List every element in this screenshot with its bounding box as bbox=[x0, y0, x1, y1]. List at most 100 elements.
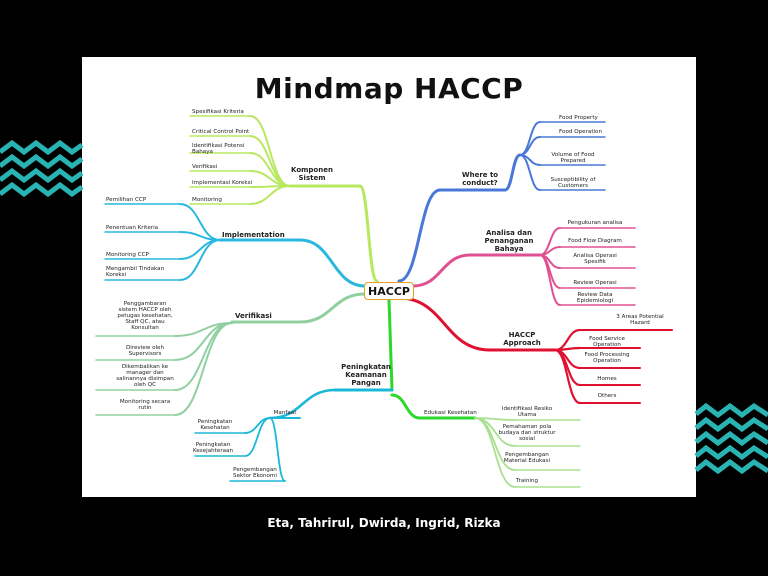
analisa-item: Epidemiologi bbox=[577, 298, 614, 304]
komponen-item: Monitoring bbox=[192, 197, 222, 203]
edukasi-item: Pemahaman pola bbox=[503, 424, 552, 430]
implementation-main-line bbox=[298, 238, 367, 288]
peningkatan-stem-line bbox=[387, 298, 394, 392]
where-main-line bbox=[397, 188, 442, 283]
analisa-item: Pengukuran analisa bbox=[568, 220, 623, 226]
implementation-item-connector bbox=[179, 239, 221, 260]
where-rise-line bbox=[503, 153, 522, 192]
verifikasi-item: Penggambaran bbox=[124, 301, 167, 307]
manfaat-item: Pengembangan bbox=[233, 467, 277, 473]
implementation-item: Monitoring CCP bbox=[106, 252, 150, 258]
branch-connectors bbox=[95, 115, 673, 488]
verifikasi-item: petugas kesehatan, bbox=[117, 313, 172, 319]
approach-item: Food Service bbox=[589, 336, 625, 342]
komponen-item-connector bbox=[249, 115, 291, 187]
page-title: Mindmap HACCP bbox=[254, 72, 524, 105]
manfaat-item: Kesehatan bbox=[200, 425, 230, 431]
approach-item: Hazard bbox=[630, 320, 650, 326]
manfaat-item: Peningkatan bbox=[198, 419, 233, 425]
edukasi-item: Utama bbox=[518, 412, 537, 418]
verifikasi-item-connector bbox=[174, 322, 233, 391]
authors-caption: Eta, Tahrirul, Dwirda, Ingrid, Rizka bbox=[267, 516, 501, 530]
manfaat-label: Manfaat bbox=[274, 410, 298, 416]
analisa-item: Food Flow Diagram bbox=[568, 238, 622, 244]
haccp-approach-label: Approach bbox=[503, 339, 541, 347]
edukasi-item: Identifikasi Resiko bbox=[502, 406, 553, 412]
verifikasi-item: rutin bbox=[138, 405, 152, 411]
verifikasi-item: salinannya disimpan bbox=[116, 376, 174, 382]
approach-item: Homes bbox=[597, 376, 617, 382]
where-item: Food Property bbox=[559, 115, 599, 121]
implementation-label: Implementation bbox=[222, 231, 285, 239]
analisa-main-line bbox=[411, 253, 472, 288]
where-item: Customers bbox=[558, 183, 588, 189]
verifikasi-item: Konsultan bbox=[131, 325, 159, 331]
approach-item: Food Processing bbox=[584, 352, 630, 358]
implementation-item: Koreksi bbox=[106, 272, 127, 278]
edukasi-item: Training bbox=[515, 478, 539, 484]
edukasi-label: Edukasi Kesehatan bbox=[424, 410, 477, 416]
analisa-label: Analisa dan bbox=[486, 229, 532, 237]
slide-canvas bbox=[82, 57, 696, 497]
verifikasi-item: manager dan bbox=[126, 370, 164, 376]
peningkatan-label: Peningkatan bbox=[341, 363, 391, 371]
verifikasi-main-line bbox=[298, 292, 367, 324]
verifikasi-item: Monitoring secara bbox=[120, 399, 170, 405]
center-node-haccp: HACCP bbox=[364, 282, 414, 300]
analisa-item: Review Operasi bbox=[573, 280, 617, 286]
where-item: Prepared bbox=[560, 158, 585, 164]
analisa-item: Spesifik bbox=[584, 259, 607, 265]
edukasi-main-line bbox=[390, 393, 422, 420]
implementation-item-connector bbox=[179, 231, 221, 241]
komponen-item-connector bbox=[249, 152, 291, 187]
implementation-item-connector bbox=[179, 239, 221, 281]
implementation-item: Mengambil Tindakan bbox=[106, 266, 165, 272]
analisa-item-connector bbox=[539, 246, 561, 256]
komponen-sistem-label: Komponen bbox=[291, 166, 333, 174]
edukasi-item: budaya dan struktur bbox=[498, 430, 556, 436]
where-to-conduct-label: Where to bbox=[462, 171, 498, 179]
approach-main-line bbox=[397, 296, 492, 352]
implementation-item-connector bbox=[179, 203, 221, 241]
approach-item: Others bbox=[598, 393, 617, 399]
manfaat-item-connector bbox=[244, 417, 271, 457]
approach-item: Operation bbox=[593, 342, 621, 348]
where-item: Food Operation bbox=[559, 129, 602, 135]
verifikasi-item: sistem HACCP oleh bbox=[118, 307, 172, 313]
analisa-label: Penanganan bbox=[485, 237, 534, 245]
where-to-conduct-label: conduct? bbox=[462, 179, 498, 187]
approach-item: 3 Areas Potential bbox=[616, 314, 664, 320]
komponen-item-connector bbox=[249, 185, 291, 205]
komponen-sistem-label: Sistem bbox=[299, 174, 326, 182]
komponen-item: Implementasi Koreksi bbox=[192, 180, 253, 186]
komponen-item: Spesifikasi Kriteria bbox=[192, 109, 244, 115]
manfaat-item: Peningkatan bbox=[196, 442, 231, 448]
implementation-item: Penentuan Kriteria bbox=[106, 225, 158, 231]
haccp-approach-label: HACCP bbox=[509, 331, 536, 339]
verifikasi-item-connector bbox=[174, 322, 233, 416]
komponen-item: Critical Control Point bbox=[192, 129, 250, 135]
verifikasi-label: Verifikasi bbox=[235, 312, 272, 320]
edukasi-item: Material Edukasi bbox=[504, 458, 551, 464]
komponen-item: Verifikasi bbox=[192, 164, 218, 170]
where-item-connector bbox=[519, 154, 541, 191]
verifikasi-item: Supervisors bbox=[129, 351, 162, 357]
approach-item-connector bbox=[553, 348, 582, 405]
manfaat-item: Sektor Ekonomi bbox=[233, 473, 277, 479]
analisa-item: Analisa Operasi bbox=[573, 253, 617, 259]
analisa-item-connector bbox=[539, 254, 561, 306]
analisa-label: Bahaya bbox=[495, 245, 524, 253]
komponen-item: Identifikasi Potensi bbox=[192, 143, 245, 149]
verifikasi-item: Dikembalikan ke bbox=[122, 364, 169, 370]
where-item: Susceptibility of bbox=[551, 177, 597, 183]
verifikasi-item: Direview oleh bbox=[126, 345, 165, 351]
approach-item: Operation bbox=[593, 358, 621, 364]
peningkatan-label: Pangan bbox=[351, 379, 380, 387]
edukasi-item: Pengembangan bbox=[505, 452, 549, 458]
peningkatan-label: Keamanan bbox=[345, 371, 386, 379]
verifikasi-item: Staff QC, atau bbox=[125, 319, 165, 325]
edukasi-item-connector bbox=[474, 417, 516, 488]
komponen-main-line bbox=[358, 184, 379, 283]
